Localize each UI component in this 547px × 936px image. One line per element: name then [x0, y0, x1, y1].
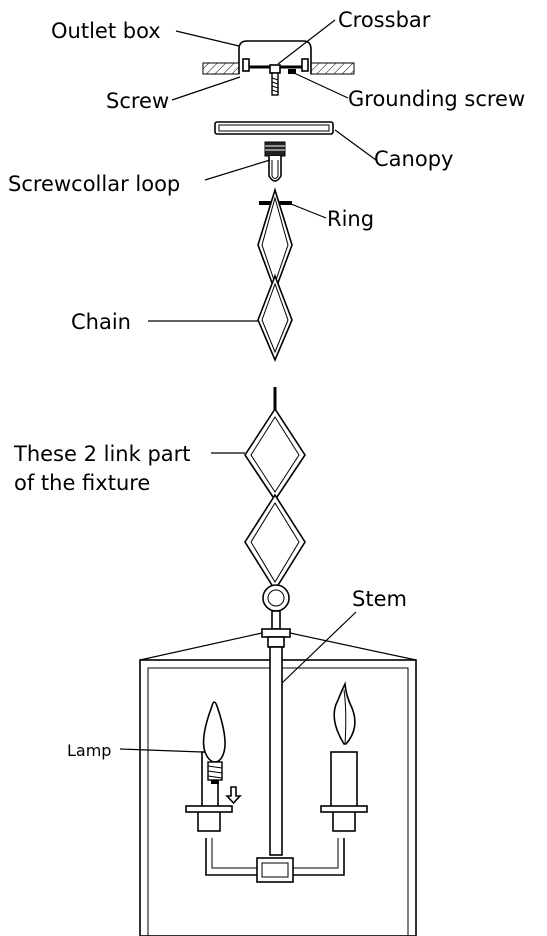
ceiling-right [310, 62, 355, 75]
label-grounding-screw: Grounding screw [348, 87, 525, 111]
fixture-links [244, 387, 306, 592]
label-outlet-box: Outlet box [51, 19, 161, 43]
label-fixture-links-line2: of the fixture [14, 471, 150, 495]
stem [269, 646, 283, 856]
leader-lines [119, 19, 377, 753]
crossbar-screw-right [301, 58, 309, 72]
mounting-screw-thread [271, 77, 279, 93]
lamp-bulb [202, 701, 226, 784]
label-crossbar: Crossbar [338, 8, 431, 32]
grounding-screw [288, 69, 296, 74]
label-ring: Ring [327, 207, 374, 231]
arm-right [293, 838, 345, 876]
center-nut [269, 64, 281, 74]
crossbar-screw-left [242, 58, 250, 72]
down-arrow-icon [225, 786, 242, 805]
ceiling-left [202, 62, 240, 75]
fixture-top-loop [261, 584, 291, 648]
candle-right [330, 751, 358, 809]
label-fixture-links-line1: These 2 link part [13, 442, 191, 466]
canopy [214, 121, 334, 135]
bobeche-left [185, 805, 233, 813]
label-chain: Chain [71, 310, 131, 334]
ceiling-mount [202, 40, 355, 96]
label-screw: Screw [106, 89, 169, 113]
chain [257, 187, 293, 363]
labels: Outlet box Crossbar Screw Grounding scre… [8, 8, 525, 760]
center-hub [256, 857, 294, 883]
label-stem: Stem [352, 587, 407, 611]
bulb-installed [333, 681, 356, 745]
bobeche-right [320, 805, 368, 813]
screwcollar-loop [264, 141, 286, 182]
label-lamp: Lamp [67, 741, 111, 760]
arm-left [205, 838, 257, 876]
label-canopy: Canopy [374, 147, 453, 171]
label-screwcollar-loop: Screwcollar loop [8, 172, 180, 196]
